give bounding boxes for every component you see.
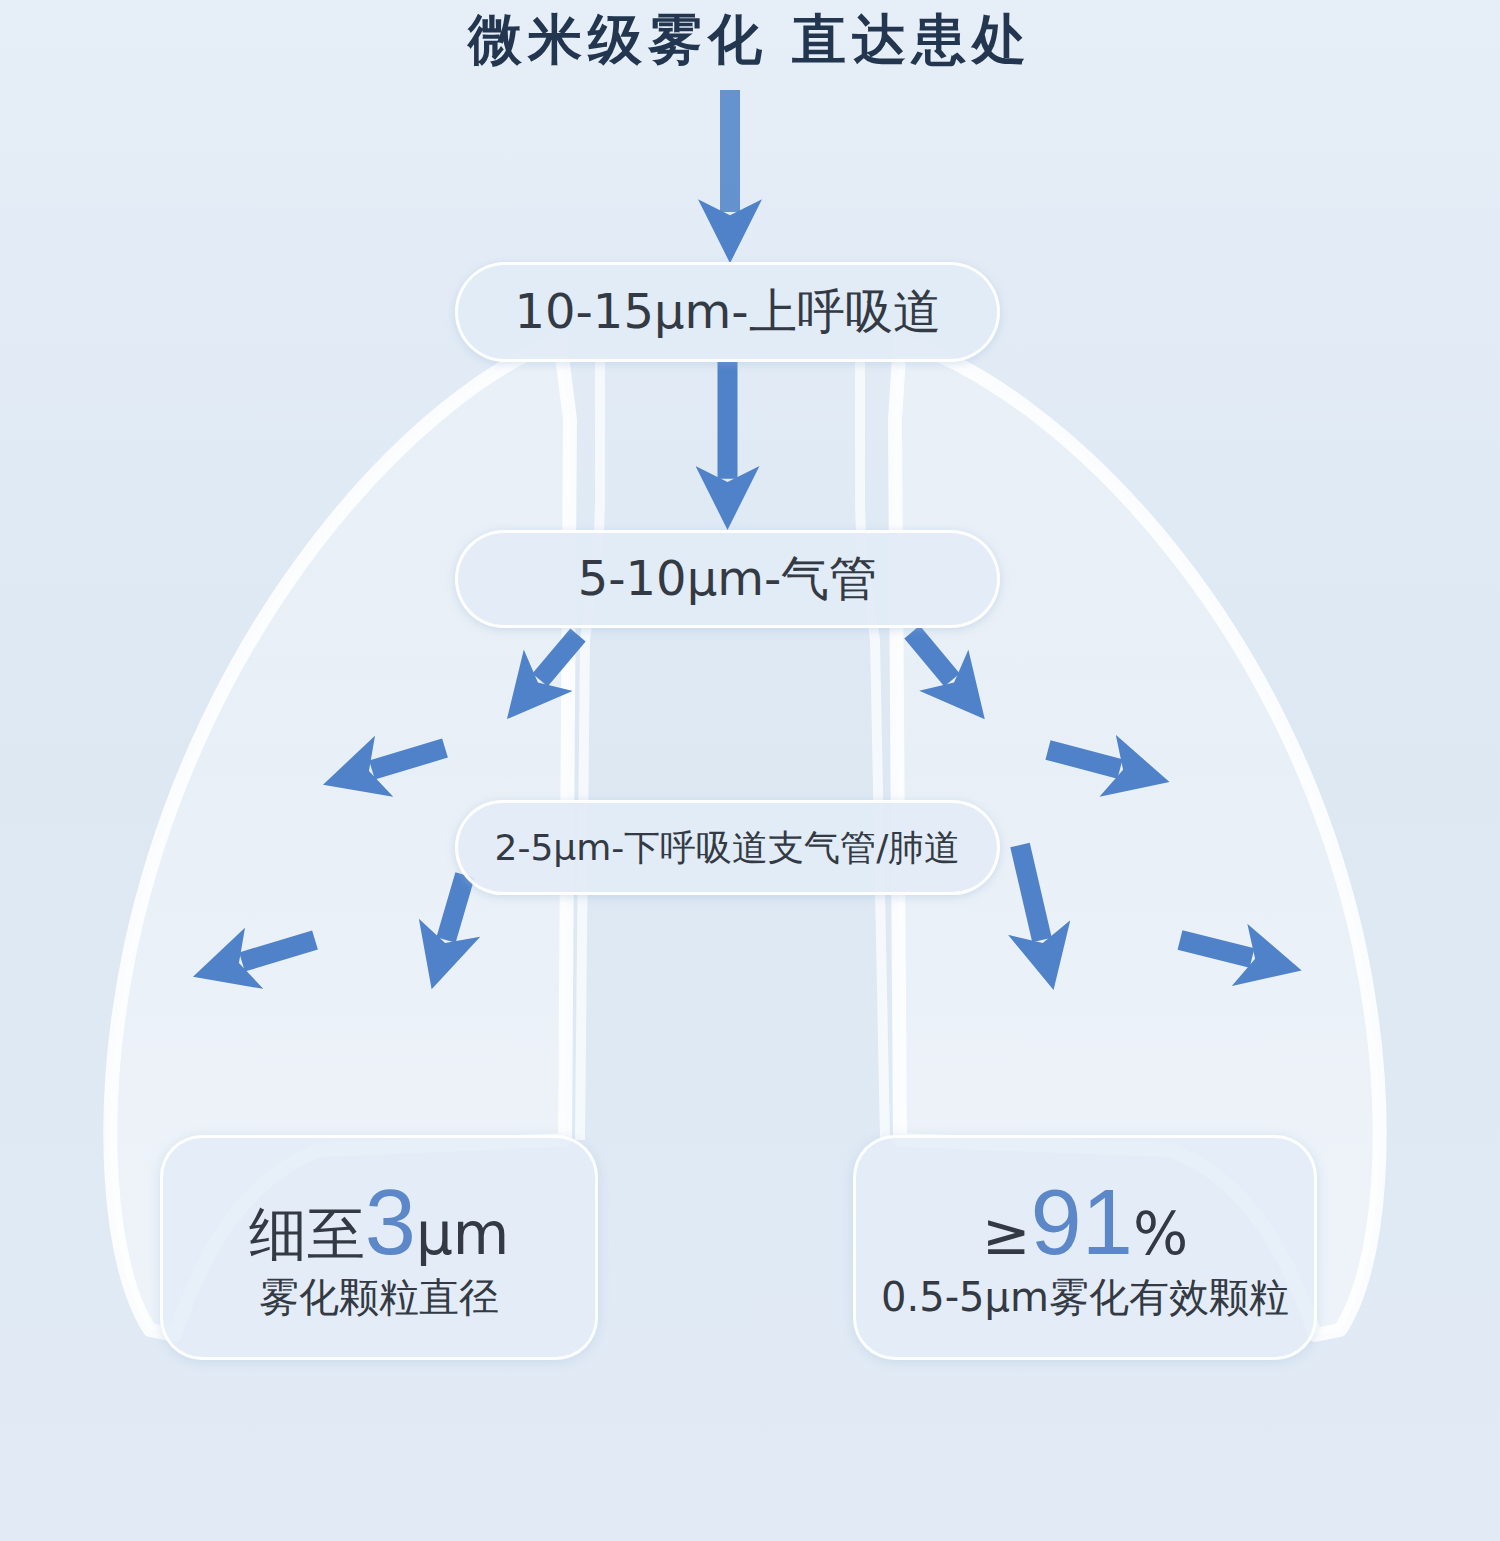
spray-arrows bbox=[242, 90, 1252, 962]
node-caption: 0.5-5μm雾化有效颗粒 bbox=[881, 1274, 1289, 1320]
highlight-number: 91 bbox=[1031, 1171, 1133, 1273]
flow-arrow bbox=[718, 362, 738, 479]
airway-level-pill: 2-5μm-下呼吸道支气管/肺道 bbox=[455, 800, 1000, 895]
node-label: ≥91% bbox=[982, 1176, 1188, 1268]
node-label: 10-15μm-上呼吸道 bbox=[514, 284, 940, 339]
node-label: 5-10μm-气管 bbox=[578, 551, 878, 606]
page-title: 微米级雾化 直达患处 bbox=[0, 4, 1500, 77]
stat-card: ≥91% 0.5-5μm雾化有效颗粒 bbox=[853, 1135, 1317, 1360]
node-caption: 雾化颗粒直径 bbox=[259, 1274, 499, 1320]
node-label: 2-5μm-下呼吸道支气管/肺道 bbox=[495, 827, 961, 868]
airway-level-pill: 5-10μm-气管 bbox=[455, 530, 1000, 628]
trachea bbox=[580, 360, 885, 1140]
airway-level-pill: 10-15μm-上呼吸道 bbox=[455, 262, 1000, 362]
highlight-number: 3 bbox=[365, 1171, 416, 1273]
node-label: 细至3μm bbox=[249, 1176, 510, 1268]
stat-card: 细至3μm 雾化颗粒直径 bbox=[160, 1135, 598, 1360]
